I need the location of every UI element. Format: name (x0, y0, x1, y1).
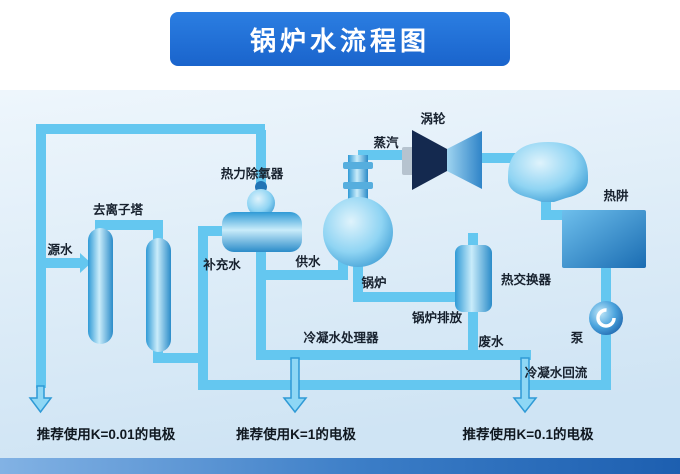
turbine-cone-left (412, 130, 447, 190)
label-steam: 蒸汽 (373, 135, 399, 150)
pipe-segment (353, 258, 363, 302)
pipe-segment (468, 310, 478, 355)
pipe-segment (601, 266, 611, 304)
process-diagram: 蒸汽 涡轮 热阱 热力除氧器 去离子塔 源水 补充水 供水 锅炉 热交换器 锅炉… (0, 90, 680, 458)
label-makeup-water: 补充水 (202, 257, 241, 272)
recommendation-k1: 推荐使用K=1的电极 (236, 426, 356, 442)
pump-impeller-icon (596, 308, 616, 328)
label-deionizer-tower: 去离子塔 (93, 202, 144, 217)
flow-arrow-icon (80, 253, 91, 273)
label-condensate-return: 冷凝水回流 (525, 365, 588, 380)
deionizer-tower-2 (146, 238, 171, 352)
label-condensate-processor: 冷凝水处理器 (303, 330, 379, 345)
pipe-segment (36, 124, 265, 134)
header: 锅炉水流程图 (0, 0, 680, 90)
title-banner: 锅炉水流程图 (170, 12, 510, 66)
boiler-flange (343, 182, 373, 189)
footer-bar (0, 458, 680, 474)
deionizer-tower-1 (88, 228, 113, 344)
deaerator-tank (222, 212, 302, 252)
label-deaerator: 热力除氧器 (221, 166, 284, 181)
label-feed-water: 供水 (294, 254, 321, 269)
pipe-segment (256, 350, 531, 360)
pipe-segment (256, 130, 266, 192)
pipe-segment (198, 226, 226, 236)
turbine-cone-right (447, 131, 482, 189)
deaerator-dome (247, 189, 275, 217)
label-boiler-blowdown: 锅炉排放 (412, 310, 463, 325)
pipe-network (36, 124, 611, 390)
pipe-segment (541, 198, 551, 220)
pipe-segment (153, 353, 208, 363)
pipe-segment (198, 226, 208, 388)
label-heat-sink: 热阱 (603, 188, 629, 203)
pipe-segment (256, 240, 266, 358)
recommendation-k01: 推荐使用K=0.1的电极 (463, 426, 594, 442)
boiler-flange (343, 162, 373, 169)
diagram-area: 蒸汽 涡轮 热阱 热力除氧器 去离子塔 源水 补充水 供水 锅炉 热交换器 锅炉… (0, 90, 680, 458)
pipe-segment (198, 380, 611, 390)
heat-exchanger-vessel (455, 245, 492, 312)
boiler-neck (348, 155, 368, 200)
label-heat-exchanger: 热交换器 (501, 272, 552, 287)
pipe-segment (44, 258, 84, 268)
down-arrow-icon (28, 385, 53, 414)
heat-sink (562, 210, 646, 268)
label-pump: 泵 (571, 330, 584, 345)
pipe-segment (478, 153, 522, 163)
label-source-water: 源水 (47, 242, 73, 257)
pipe-segment (541, 210, 573, 220)
pipe-segment (468, 233, 478, 247)
label-waste-water: 废水 (478, 334, 504, 349)
recommendation-k001: 推荐使用K=0.01的电极 (37, 426, 176, 442)
pipe-segment (353, 292, 463, 302)
page-title: 锅炉水流程图 (249, 25, 430, 56)
electrode-arrows (28, 357, 538, 414)
pipe-segment (153, 220, 163, 244)
pump-body (589, 301, 623, 335)
condenser-vessel (508, 142, 588, 202)
pipe-segment (338, 258, 348, 278)
pipe-segment (358, 150, 414, 160)
pipe-segment (601, 333, 611, 383)
pipe-segment (36, 124, 46, 388)
pipe-segment (256, 270, 348, 280)
down-arrow-icon (512, 357, 538, 414)
pipe-segment (95, 220, 163, 230)
label-boiler: 锅炉 (361, 275, 386, 290)
down-arrow-icon (282, 357, 308, 414)
boiler-vessel (323, 197, 393, 267)
label-turbine: 涡轮 (420, 111, 446, 126)
